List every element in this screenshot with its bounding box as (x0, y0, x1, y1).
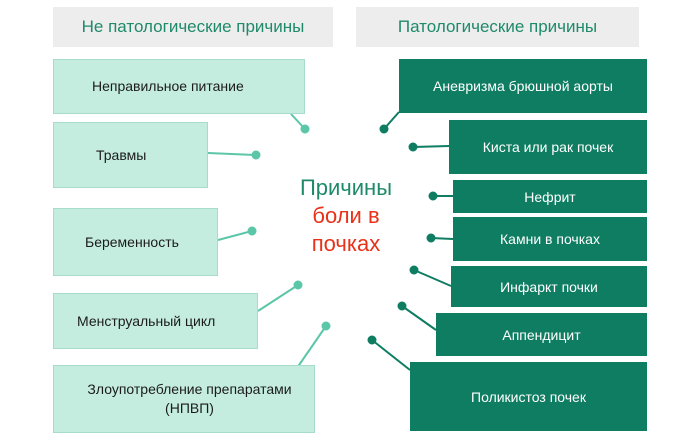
connector-left-4 (257, 284, 299, 312)
connector-dot-right-1 (379, 124, 389, 134)
center-title: Причины боли в почках (276, 174, 416, 258)
cause-label: Неправильное питание (92, 78, 244, 95)
cause-label: Нефрит (524, 188, 576, 205)
connector-dot-right-7 (367, 335, 377, 345)
connector-right-7 (371, 339, 411, 371)
center-title-line-3: почках (311, 231, 381, 256)
cause-box-kidney-infarction: Инфаркт почки (451, 266, 647, 307)
connector-dot-left-3 (247, 226, 257, 236)
connector-dot-right-3 (428, 191, 438, 201)
cause-label: Киста или рак почек (482, 139, 614, 155)
header-pathological: Патологические причины (356, 7, 639, 47)
cause-box-nsaid-abuse: Злоупотребление препаратами (НПВП) (53, 365, 315, 433)
center-title-line-2: боли в (312, 203, 380, 228)
cause-label: Камни в почках (500, 231, 600, 247)
cause-label: Поликистоз почек (471, 388, 586, 405)
cause-box-appendicitis: Аппендицит (436, 313, 647, 356)
connector-right-6 (401, 305, 437, 331)
header-pathological-label: Патологические причины (397, 17, 598, 36)
connector-dot-left-2 (251, 150, 261, 160)
cause-label: Аневризма брюшной аорты (433, 78, 613, 94)
cause-label: Менструальный цикл (77, 312, 216, 329)
cause-label: Инфаркт почки (500, 278, 598, 295)
cause-box-polycystic-kidney: Поликистоз почек (410, 362, 647, 431)
connector-left-2 (207, 152, 257, 156)
connector-right-5 (413, 269, 452, 287)
center-title-line-1: Причины (299, 175, 393, 200)
cause-box-menstrual-cycle: Менструальный цикл (53, 293, 258, 349)
header-non-pathological-label: Не патологические причины (81, 17, 305, 36)
connector-dot-right-4 (426, 233, 436, 243)
connector-dot-right-6 (397, 301, 407, 311)
cause-box-nephritis: Нефрит (453, 180, 647, 213)
cause-box-poor-nutrition: Неправильное питание (53, 59, 305, 114)
cause-box-kidney-cyst-cancer: Киста или рак почек (449, 120, 647, 174)
cause-box-injuries: Травмы (53, 122, 208, 188)
connector-dot-left-4 (293, 280, 303, 290)
cause-box-pregnancy: Беременность (53, 208, 218, 276)
cause-label: Аппендицит (502, 326, 581, 343)
cause-box-aortic-aneurysm: Аневризма брюшной аорты (399, 59, 647, 113)
cause-label: Травмы (96, 146, 147, 163)
connector-left-5 (296, 325, 327, 369)
connector-dot-left-1 (300, 124, 310, 134)
cause-label: Злоупотребление препаратами (НПВП) (87, 381, 292, 416)
connector-dot-left-5 (321, 321, 331, 331)
connector-left-3 (217, 230, 253, 241)
header-non-pathological: Не патологические причины (53, 7, 333, 47)
cause-label: Беременность (85, 233, 179, 250)
cause-box-kidney-stones: Камни в почках (453, 217, 647, 261)
connector-dot-right-5 (409, 265, 419, 275)
connector-dot-right-2 (408, 142, 418, 152)
connector-right-2 (412, 145, 450, 148)
